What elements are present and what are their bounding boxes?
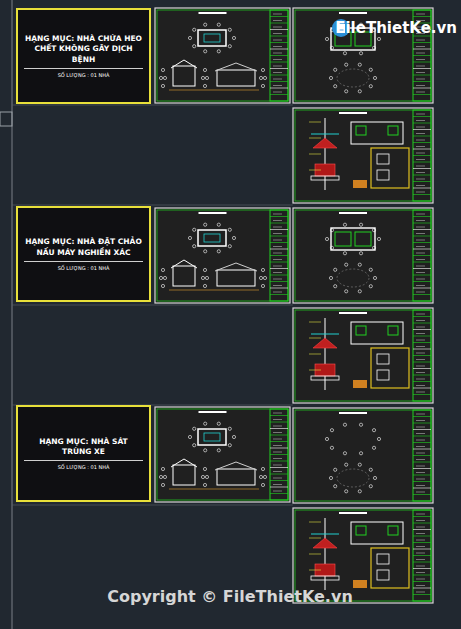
item-heading: HẠNG MỤC: NHÀ CHỨA HEO CHẾT KHÔNG GÂY DỊ… — [24, 34, 143, 68]
title-box: HẠNG MỤC: NHÀ ĐẶT CHẢO NẤU MÁY NGHIỀN XÁ… — [16, 206, 151, 302]
frame-mark — [0, 112, 12, 126]
detail-sheet — [293, 308, 433, 403]
plan-sheet — [155, 208, 290, 303]
title-box: HẠNG MỤC: NHÀ SÁT TRÙNG XE SỐ LƯỢNG : 01 … — [16, 405, 151, 502]
plan-sheet — [155, 407, 290, 502]
frame-line — [12, 0, 13, 629]
logo-text: FileThietKe.vn — [335, 19, 457, 37]
foundation-sheet — [293, 208, 433, 303]
quantity-note: SỐ LƯỢNG : 01 NHÀ — [58, 265, 110, 271]
frame-line — [12, 105, 293, 106]
title-box: HẠNG MỤC: NHÀ CHỨA HEO CHẾT KHÔNG GÂY DỊ… — [16, 8, 151, 104]
item-heading: HẠNG MỤC: NHÀ ĐẶT CHẢO NẤU MÁY NGHIỀN XÁ… — [24, 237, 143, 261]
quantity-note: SỐ LƯỢNG : 01 NHÀ — [58, 72, 110, 78]
frame-line — [12, 505, 293, 506]
frame-line — [12, 305, 293, 306]
foundation-sheet — [293, 408, 433, 503]
quantity-note: SỐ LƯỢNG : 01 NHÀ — [58, 464, 110, 470]
plan-sheet — [155, 8, 290, 103]
item-heading: HẠNG MỤC: NHÀ SÁT TRÙNG XE — [24, 437, 143, 461]
detail-sheet — [293, 108, 433, 203]
watermark: Copyright © FileThietKe.vn — [107, 587, 353, 606]
